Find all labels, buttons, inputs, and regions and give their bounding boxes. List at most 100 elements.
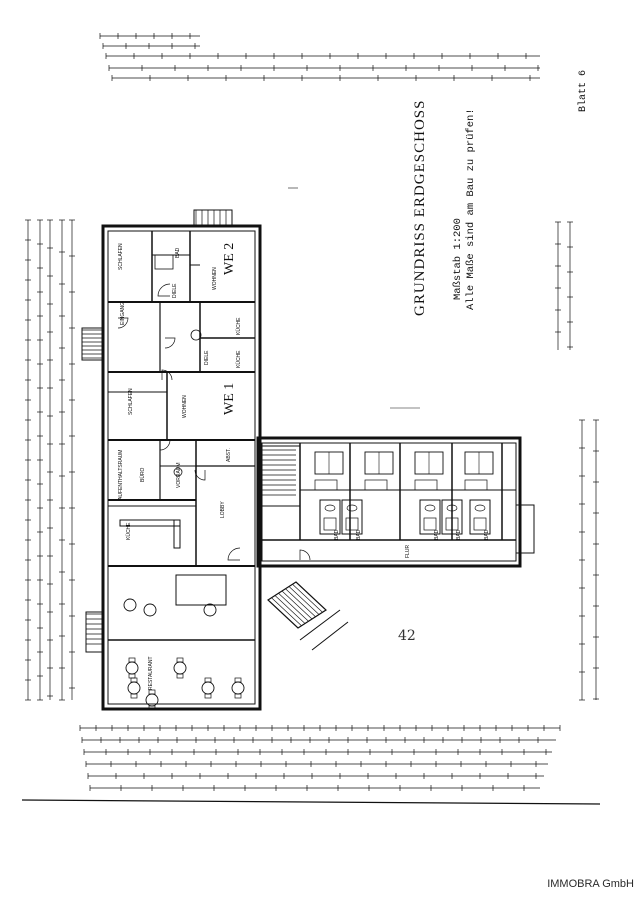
chair-icon [234, 677, 242, 683]
washbasin-icon [446, 504, 458, 512]
room-label-bad-a: BAD [175, 247, 181, 258]
bath-cell [469, 499, 491, 535]
stair-step [278, 593, 309, 622]
toilet-icon [173, 467, 183, 477]
diagonal-stair [267, 581, 327, 629]
room-label-wohnen-b: WOHNEN [182, 395, 188, 418]
room-label-kueche-b: KÜCHE [236, 350, 242, 368]
handwritten-mark: 42 [398, 628, 416, 644]
table-icon [173, 661, 187, 675]
chair-icon [148, 689, 156, 695]
chair-icon [204, 693, 212, 699]
kitchen-counter [173, 519, 181, 549]
inner-wall-east-wing [261, 442, 517, 562]
washbasin-icon [346, 504, 358, 512]
bathtub-icon [154, 254, 174, 270]
room-label-buero: BÜRO [140, 467, 146, 482]
washbasin-icon [424, 504, 436, 512]
room-label-bad-1: BAD [334, 529, 340, 540]
room-label-kueche-c: KÜCHE [126, 522, 132, 540]
bath-cell [419, 499, 441, 535]
sheet-number: Blatt 6 [578, 69, 589, 112]
bath-cell [319, 499, 341, 535]
table-icon [123, 598, 137, 612]
stair-step [288, 586, 320, 615]
wardrobe-icon [464, 479, 488, 491]
table-icon [143, 603, 157, 617]
bathtub-icon [473, 517, 487, 531]
door-swing [194, 469, 206, 481]
door-swing [161, 369, 173, 381]
bathtub-icon [445, 517, 459, 531]
east-entrance [515, 504, 535, 554]
north-steps [193, 209, 233, 227]
chair-icon [204, 677, 212, 683]
door-swing [164, 337, 176, 349]
chair-icon [130, 693, 138, 699]
washbasin-icon [474, 504, 486, 512]
room-label-bad-5: BAD [484, 529, 490, 540]
table-icon [201, 681, 215, 695]
room-label-eingang: EINGANG [120, 301, 126, 325]
chair-icon [234, 693, 242, 699]
table-icon [231, 681, 245, 695]
plan-note: Alle Maße sind am Bau zu prüfen! [465, 108, 477, 310]
stair-step [285, 588, 316, 617]
room-label-lobby: LOBBY [220, 501, 226, 518]
room-label-schlafen-b: SCHLAFEN [128, 388, 134, 415]
bathtub-icon [323, 517, 337, 531]
room-label-restaurant: RESTAURANT [148, 656, 154, 690]
room-label-flur: FLUR [405, 544, 411, 558]
room-label-bad-2: BAD [356, 529, 362, 540]
unit-label-we2: WE 2 [222, 242, 237, 275]
plan-title: GRUNDRISS ERDGESCHOSS [412, 99, 428, 316]
door-swing [159, 439, 171, 451]
bar-counter [175, 574, 227, 606]
room-label-bad-3: BAD [434, 529, 440, 540]
room-label-bad-4: BAD [456, 529, 462, 540]
stair-step [292, 584, 323, 613]
ramp-line [299, 609, 341, 641]
chair-icon [148, 705, 156, 711]
room-label-vorraum: VORRAUM [176, 462, 182, 488]
inner-wall-main-block [107, 230, 256, 705]
unit-label-we1: WE 1 [222, 382, 237, 415]
chair-icon [128, 657, 136, 663]
ramp-line [311, 621, 349, 651]
room-label-wohnen-a: WOHNEN [212, 267, 218, 290]
entrance-stair [81, 327, 104, 361]
table-icon [203, 603, 217, 617]
room-label-abst: ABST. [226, 448, 232, 462]
wardrobe-icon [364, 479, 388, 491]
table-icon [127, 681, 141, 695]
bathtub-icon [423, 517, 437, 531]
stair-step [281, 590, 313, 620]
bath-cell [441, 499, 463, 535]
room-label-diele-b: DIELE [204, 350, 210, 365]
outer-wall-east-wing [256, 436, 522, 568]
door-swing [157, 283, 171, 297]
door-swing [117, 317, 129, 329]
chair-icon [176, 673, 184, 679]
table-icon [125, 661, 139, 675]
stair-step [271, 597, 302, 626]
bath-cell [341, 499, 363, 535]
outer-wall-main-block [101, 224, 262, 711]
brand-watermark: IMMOBRA GmbH [547, 878, 634, 890]
sheet-rule [21, 799, 601, 805]
chair-icon [130, 677, 138, 683]
chair-icon [128, 673, 136, 679]
chair-icon [176, 657, 184, 663]
room-label-kueche-a: KÜCHE [236, 317, 242, 335]
west-steps [85, 611, 104, 653]
stair-step [274, 595, 306, 624]
washbasin-icon [324, 504, 336, 512]
room-label-schlafen-a: SCHLAFEN [118, 243, 124, 270]
bathtub-icon [345, 517, 359, 531]
door-swing [299, 549, 311, 561]
toilet-icon [190, 329, 202, 341]
wardrobe-icon [414, 479, 438, 491]
plan-scale: Maßstab 1:200 [452, 218, 464, 300]
